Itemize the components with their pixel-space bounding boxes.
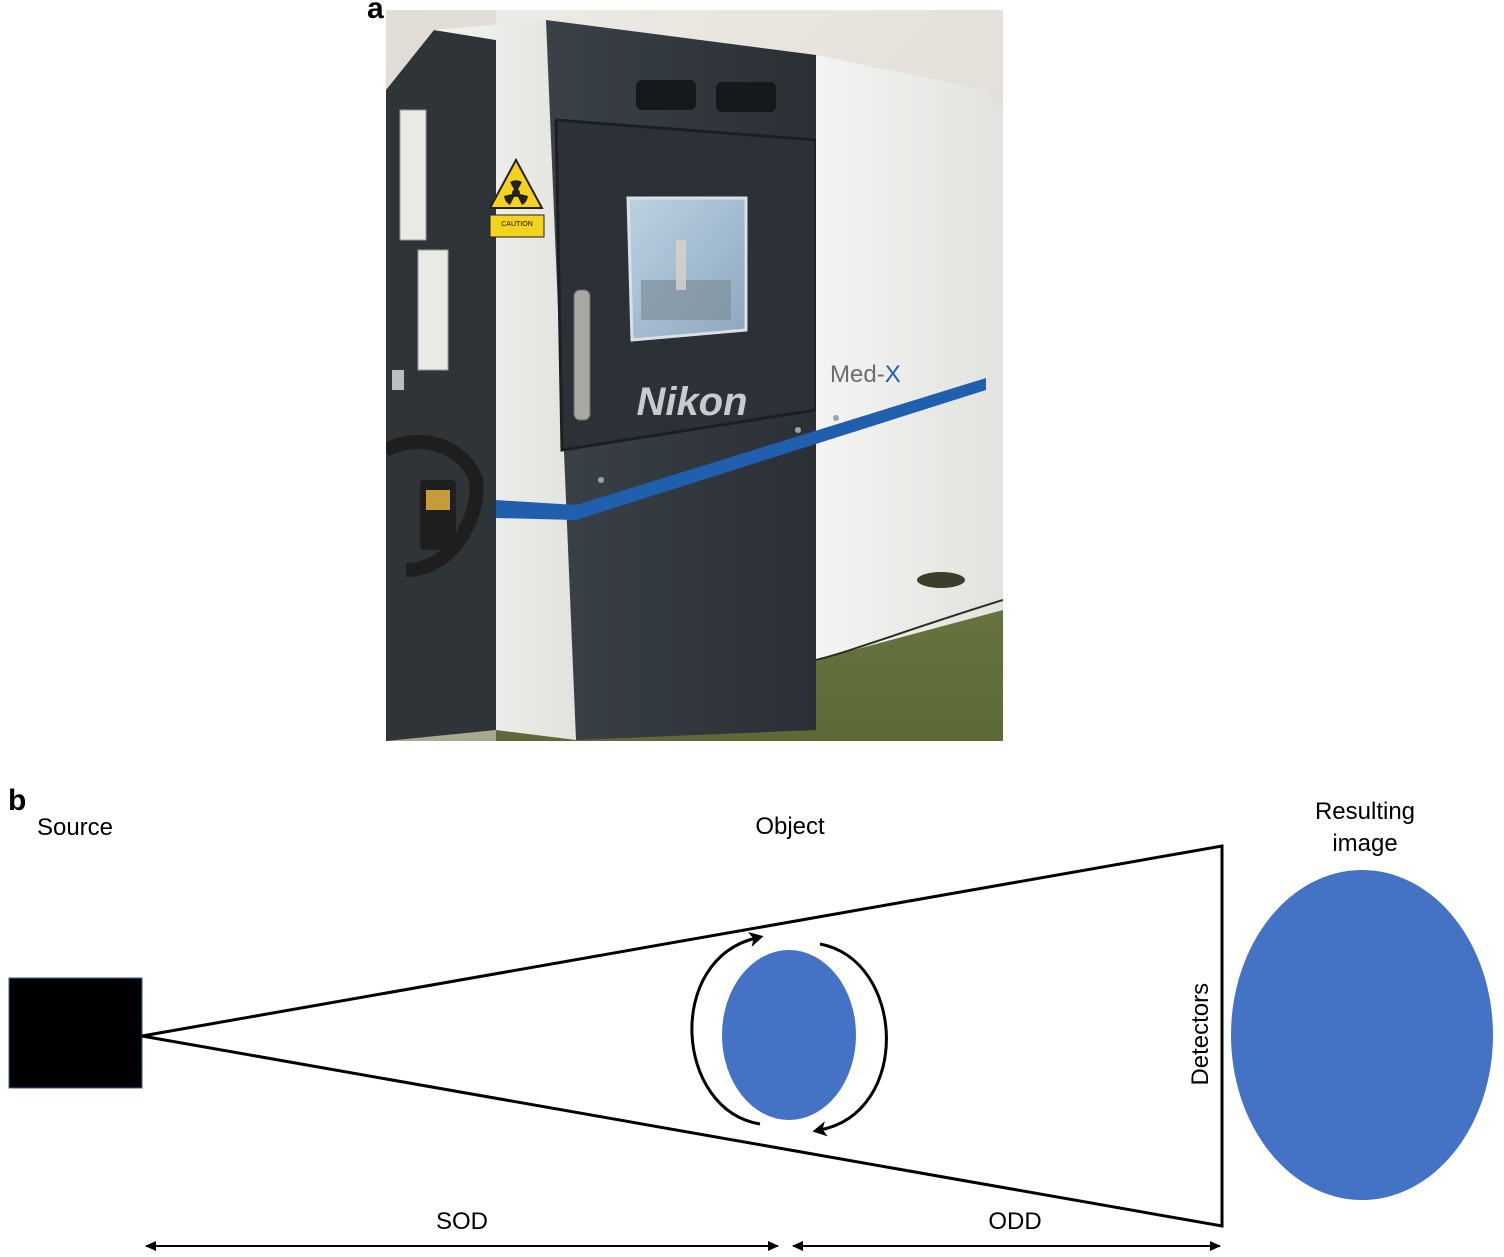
blue-accent-stripe (496, 378, 986, 520)
source-label: Source (36, 814, 114, 841)
sod-label: SOD (435, 1208, 488, 1235)
door-handle (573, 289, 591, 421)
resulting-image-label-line1: Resulting (1314, 798, 1416, 825)
panel-label-b: b (8, 784, 27, 817)
object-ellipse (722, 950, 856, 1120)
resulting-image-ellipse (1231, 870, 1493, 1200)
detectors-label: Detectors (1186, 982, 1214, 1086)
panel-label-a: a (367, 0, 384, 25)
model-label: Med-X (830, 361, 901, 388)
rotation-arrow-right (812, 942, 888, 1137)
brand-logo: Nikon (636, 380, 747, 424)
odd-label: ODD (988, 1208, 1042, 1235)
rotation-arrow-left (690, 932, 764, 1126)
ct-scanner-photo: CAUTION Nikon Med-X (386, 10, 1003, 741)
caution-label: CAUTION (501, 221, 533, 228)
machine-right-body (816, 55, 1003, 660)
object-label: Object (755, 813, 825, 840)
x-ray-source (8, 977, 143, 1089)
x-ray-beam-cone (141, 844, 1224, 1228)
resulting-image-label-line2: image (1332, 830, 1398, 858)
radiation-warning-icon (488, 157, 544, 209)
machine-white-column-left (434, 20, 576, 740)
resulting-image-label: Resulting image (1290, 796, 1440, 861)
